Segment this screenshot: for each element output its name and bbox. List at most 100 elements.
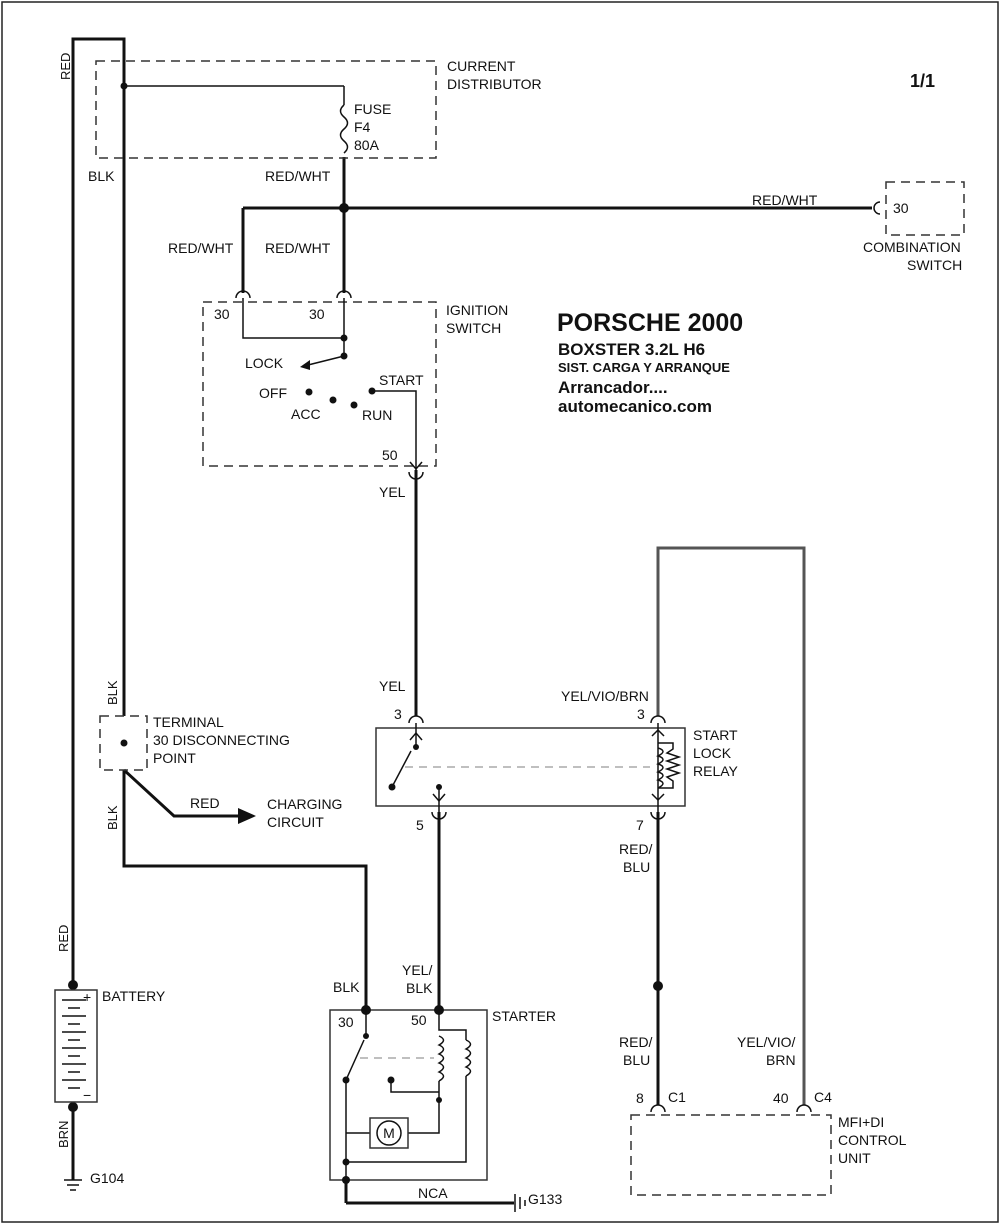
ignition-off-dot: [305, 388, 313, 396]
ignition-connector-icon: [235, 290, 251, 299]
combination-switch-box: [885, 181, 965, 236]
relay-pin-7: 7: [636, 817, 644, 833]
wire-red-charging: [122, 768, 240, 818]
wire-yel-vio-brn: [656, 546, 806, 1105]
wire-label-blk-distributor: BLK: [88, 168, 115, 184]
ignition-pin-30-right: 30: [309, 306, 325, 322]
ground-icon: [64, 1179, 82, 1191]
ground-label-g133: G133: [528, 1191, 562, 1207]
ignition-position-start: START: [379, 372, 424, 388]
wire-group: [71, 37, 872, 1205]
combination-switch-label-2: SWITCH: [907, 257, 962, 273]
wire-label-yel-blk-b: BLK: [406, 980, 433, 996]
ignition-run-dot: [350, 401, 358, 409]
relay-resistor-icon: [658, 742, 682, 789]
wire-label-blk-starter: BLK: [333, 979, 360, 995]
motor-symbol: M: [383, 1125, 395, 1141]
relay-pin-5: 5: [416, 817, 424, 833]
motor-box: [369, 1117, 409, 1149]
control-unit-pin-40: 40: [773, 1090, 789, 1106]
ignition-50-arrow-icon: [409, 461, 423, 471]
ignition-switch-label-1: IGNITION: [446, 302, 508, 318]
control-unit-box: [630, 1114, 832, 1196]
battery-positive-dot: [68, 980, 78, 990]
combination-switch-connector-icon: [873, 201, 881, 215]
ignition-connector-icon: [336, 290, 352, 299]
wire-label-nca: NCA: [418, 1185, 448, 1201]
distributor-label-1: CURRENT: [447, 58, 516, 74]
starter-label: STARTER: [492, 1008, 556, 1024]
starter-contact-dot: [387, 1076, 395, 1084]
title-model: BOXSTER 3.2L H6: [558, 340, 705, 359]
ignition-switch-box: [202, 301, 437, 467]
relay-arrow-icon: [651, 728, 665, 737]
control-unit-connector-c4: C4: [814, 1089, 832, 1105]
relay-arrow-icon: [651, 793, 665, 802]
ignition-connector-50-icon: [408, 471, 424, 480]
battery-negative-dot: [68, 1102, 78, 1112]
terminal-30-label-1: TERMINAL: [153, 714, 224, 730]
relay-connector-icon: [650, 715, 666, 724]
wire-label-yel-vio-brn: YEL/VIO/BRN: [561, 688, 649, 704]
ignition-junction-dot: [340, 334, 348, 342]
current-distributor-box: [95, 60, 437, 159]
relay-label-3: RELAY: [693, 763, 739, 779]
relay-arrow-icon: [432, 793, 446, 803]
ignition-position-off: OFF: [259, 385, 287, 401]
relay-connector-icon: [431, 811, 447, 820]
wire-red-battery: [71, 37, 126, 985]
wire-label-yel-vio-brn-a: YEL/VIO/: [737, 1034, 795, 1050]
starter-pin-50: 50: [411, 1012, 427, 1028]
junction-dot: [339, 203, 349, 213]
fuse-icon: [339, 104, 349, 154]
combination-switch-pin: 30: [893, 200, 909, 216]
wire-label-red-blu-1b: BLU: [623, 859, 650, 875]
ignition-switch-label-2: SWITCH: [446, 320, 501, 336]
relay-connector-icon: [650, 811, 666, 820]
wire-blk-starter: [122, 770, 368, 1010]
ground-label-g104: G104: [90, 1170, 124, 1186]
wire-label-yel-vio-brn-b: BRN: [766, 1052, 796, 1068]
wire-label-red-wht-2: RED/WHT: [752, 192, 818, 208]
wire-label-red-blu-1a: RED/: [619, 841, 653, 857]
starter-contact-dot: [363, 1033, 369, 1039]
control-unit-label-1: MFI+DI: [838, 1114, 884, 1130]
relay-contact-dot: [388, 783, 396, 791]
junction-dot: [120, 82, 128, 90]
charging-circuit-label-2: CIRCUIT: [267, 814, 324, 830]
ground-icon: [514, 1194, 526, 1212]
title-system: SIST. CARGA Y ARRANQUE: [558, 360, 730, 375]
wire-label-yel-blk-a: YEL/: [402, 962, 432, 978]
wire-label-red-blu-2b: BLU: [623, 1052, 650, 1068]
control-unit-label-3: UNIT: [838, 1150, 871, 1166]
relay-pin-3-left: 3: [394, 706, 402, 722]
control-unit-pin-8: 8: [636, 1090, 644, 1106]
fuse-label-1: FUSE: [354, 101, 391, 117]
ignition-pin-30-left: 30: [214, 306, 230, 322]
starter-solenoid-coil-icon: [437, 1035, 445, 1082]
wire-label-red-blu-2a: RED/: [619, 1034, 653, 1050]
wire-label-blk-lower: BLK: [105, 805, 120, 830]
ignition-start-wire: [372, 390, 417, 470]
relay-connector-icon: [408, 715, 424, 724]
wire-label-red-wht-1: RED/WHT: [265, 168, 331, 184]
starter-switch-arm: [345, 1039, 365, 1081]
fuse-label-3: 80A: [354, 137, 380, 153]
ignition-position-run: RUN: [362, 407, 392, 423]
wire-label-yel-2: YEL: [379, 678, 406, 694]
control-unit-connector-icon: [796, 1104, 812, 1113]
wire-label-red-top: RED: [58, 53, 73, 80]
switch-arrow-icon: [300, 360, 310, 370]
connector-dot: [653, 981, 663, 991]
ignition-pin-50: 50: [382, 447, 398, 463]
relay-contact-dot: [413, 744, 419, 750]
relay-coil-icon: [655, 747, 664, 789]
ignition-switch-arm: [303, 355, 345, 367]
starter-internal-wire: [390, 1080, 439, 1093]
battery-minus-sign: −: [83, 1087, 91, 1103]
junction-dot: [120, 739, 128, 747]
battery-plus-sign: +: [83, 989, 91, 1005]
starter-solenoid-coil-icon: [464, 1039, 472, 1077]
starter-internal-wire: [438, 1010, 467, 1040]
